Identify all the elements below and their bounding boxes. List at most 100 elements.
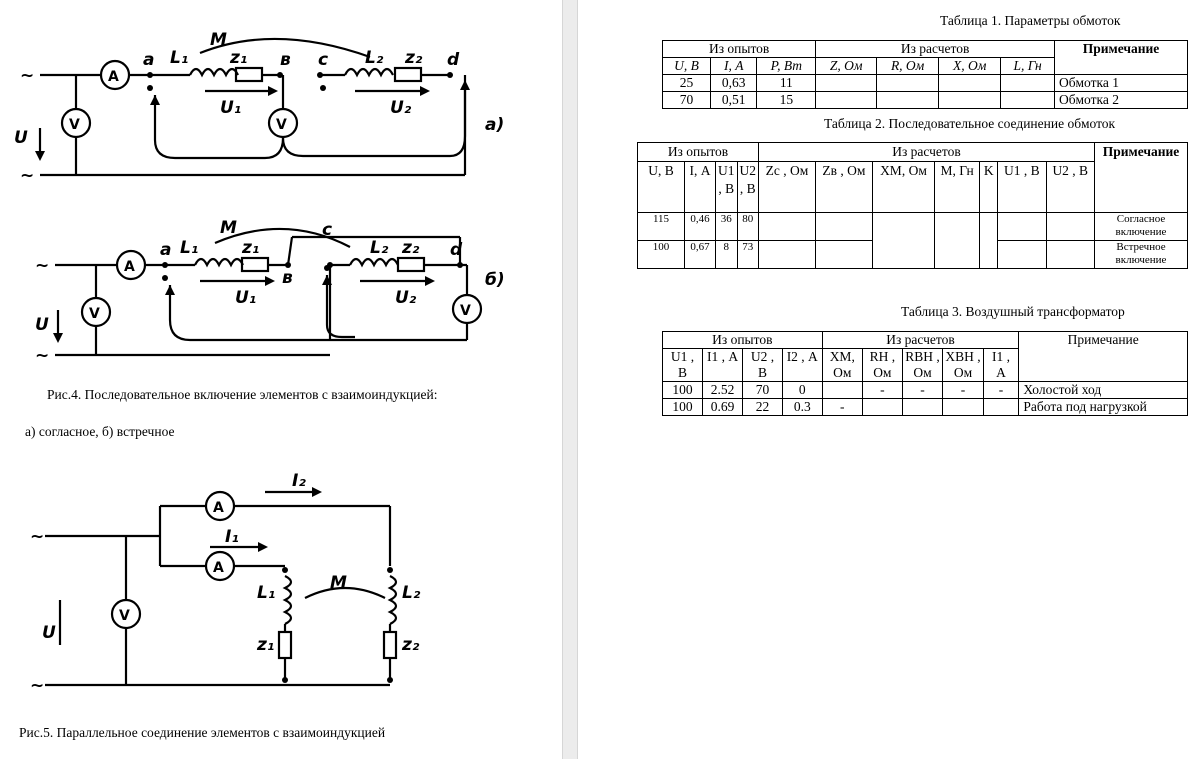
svg-text:V: V: [460, 303, 471, 319]
table3-col-Rn: RН , Ом: [861, 348, 903, 382]
table1-col-R: R, Ом: [876, 57, 940, 75]
svg-text:A: A: [124, 259, 135, 275]
table2-title: Таблица 2. Последовательное соединение о…: [824, 116, 1116, 131]
svg-text:z₂: z₂: [401, 635, 420, 655]
svg-text:z₁: z₁: [241, 238, 259, 258]
table-cell: 15: [756, 91, 817, 109]
figure4-caption-line2: а) согласное, б) встречное: [25, 424, 175, 439]
table-cell: 11: [756, 74, 817, 92]
table2-col-U2: U2 , В: [736, 161, 759, 213]
svg-text:A: A: [213, 560, 224, 576]
table-cell: 100: [662, 398, 703, 416]
svg-text:а): а): [485, 115, 504, 135]
table-cell: -: [982, 381, 1020, 399]
table-row: 115 0,46 36 80 Согласное включение: [637, 212, 1188, 269]
table1-note-header: Примечание: [1054, 40, 1188, 75]
svg-text:U: U: [42, 623, 56, 643]
svg-text:A: A: [108, 69, 119, 85]
svg-text:б): б): [485, 270, 505, 290]
table2-col-U1c: U1 , В: [997, 161, 1047, 213]
table-cell: 0,51: [710, 91, 758, 109]
left-page: ~ ~ A V V a в c d L₁ z₁ L₂ z₂ M U₁ U₂ U а): [0, 0, 562, 759]
table2-group-exp: Из опытов: [637, 142, 759, 162]
svg-text:U: U: [14, 128, 28, 148]
table-row: 100 2.52 70 0 - - - - Холостой ход: [662, 381, 1188, 399]
table3: Из опытов Из расчетов Примечание U1 , В …: [662, 331, 1188, 416]
table2-col-K: K: [979, 161, 999, 213]
svg-text:L₁: L₁: [257, 583, 275, 603]
table3-col-U2: U2 , В: [742, 348, 783, 382]
page-gutter: [562, 0, 578, 759]
table2-col-U1: U1 , В: [715, 161, 738, 213]
svg-text:I₁: I₁: [225, 527, 239, 547]
table-row: 100 0.69 22 0.3 - Работа под нагрузкой: [662, 398, 1188, 416]
right-page: Таблица 1. Параметры обмоток Из опытов И…: [578, 0, 1195, 759]
svg-text:V: V: [119, 608, 130, 624]
table3-col-Xvn: XВН , Ом: [942, 348, 984, 382]
svg-text:A: A: [213, 500, 224, 516]
svg-text:~: ~: [20, 166, 34, 186]
table3-col-I2: I2 , А: [781, 348, 823, 382]
table-cell: [861, 398, 903, 416]
table-cell: Согласное включение: [1094, 212, 1188, 241]
table1-group-calc: Из расчетов: [815, 40, 1055, 58]
table-cell: Холостой ход: [1018, 381, 1188, 399]
table-cell: 0.69: [701, 398, 744, 416]
svg-text:d: d: [447, 50, 460, 70]
table-cell: Обмотка 2: [1054, 91, 1188, 109]
table-cell: Работа под нагрузкой: [1018, 398, 1188, 416]
svg-text:~: ~: [35, 256, 49, 276]
table-cell: 2.52: [701, 381, 744, 399]
svg-text:V: V: [89, 306, 100, 322]
svg-text:z₂: z₂: [404, 48, 423, 68]
table-row: 70 0,51 15 Обмотка 2: [661, 91, 1188, 109]
svg-text:в: в: [280, 50, 291, 70]
svg-text:z₂: z₂: [401, 238, 420, 258]
table-cell: 73: [736, 240, 759, 269]
table3-col-I1: I1 , А: [701, 348, 744, 382]
table2-col-Xm: XМ, Ом: [872, 161, 935, 213]
svg-text:M: M: [330, 573, 347, 593]
svg-text:a: a: [143, 50, 154, 70]
table-cell: 100: [637, 240, 685, 269]
table3-col-I1c: I1 , А: [982, 348, 1020, 382]
table1-title: Таблица 1. Параметры обмоток: [940, 13, 1121, 28]
table1-col-X: X, Ом: [938, 57, 1002, 75]
table2-col-I: I, А: [684, 161, 716, 213]
table-cell: -: [942, 381, 984, 399]
svg-text:U₁: U₁: [220, 98, 241, 118]
table-cell: 100: [662, 381, 703, 399]
table-cell: Встречное включение: [1094, 240, 1188, 269]
svg-text:V: V: [276, 117, 287, 133]
table-cell: Обмотка 1: [1054, 74, 1188, 92]
svg-text:U: U: [35, 315, 49, 335]
table3-group-calc: Из расчетов: [821, 331, 1020, 349]
table-cell: 115: [637, 212, 685, 241]
table-cell: 36: [715, 212, 738, 241]
svg-text:I₂: I₂: [292, 471, 306, 491]
table-row: 100 0,67 8 73 Встречное включение: [637, 240, 1188, 269]
table-cell: 0,46: [684, 212, 716, 241]
table-cell: 0.3: [781, 398, 823, 416]
table1: Из опытов Из расчетов Примечание U, В I,…: [661, 40, 1188, 109]
table-cell: 70: [661, 91, 712, 109]
figure5-caption: Рис.5. Параллельное соединение элементов…: [19, 725, 386, 740]
svg-text:~: ~: [35, 346, 49, 365]
svg-text:L₂: L₂: [365, 48, 384, 68]
table1-group-exp: Из опытов: [661, 40, 817, 58]
table1-col-U: U, В: [661, 57, 712, 75]
table-cell: -: [821, 398, 863, 416]
svg-text:U₂: U₂: [390, 98, 412, 118]
table-cell: [982, 398, 1020, 416]
table1-col-Z: Z, Ом: [815, 57, 878, 75]
figure4-caption-line1: Рис.4. Последовательное включение элемен…: [47, 387, 438, 402]
svg-text:c: c: [318, 50, 328, 70]
table-cell: 25: [661, 74, 712, 92]
svg-text:в: в: [282, 268, 293, 288]
svg-text:a: a: [160, 240, 171, 260]
table-cell: 0,67: [684, 240, 716, 269]
table3-col-Xm: XМ, Ом: [821, 348, 863, 382]
table1-col-I: I, А: [710, 57, 758, 75]
table2-group-calc: Из расчетов: [758, 142, 1095, 162]
